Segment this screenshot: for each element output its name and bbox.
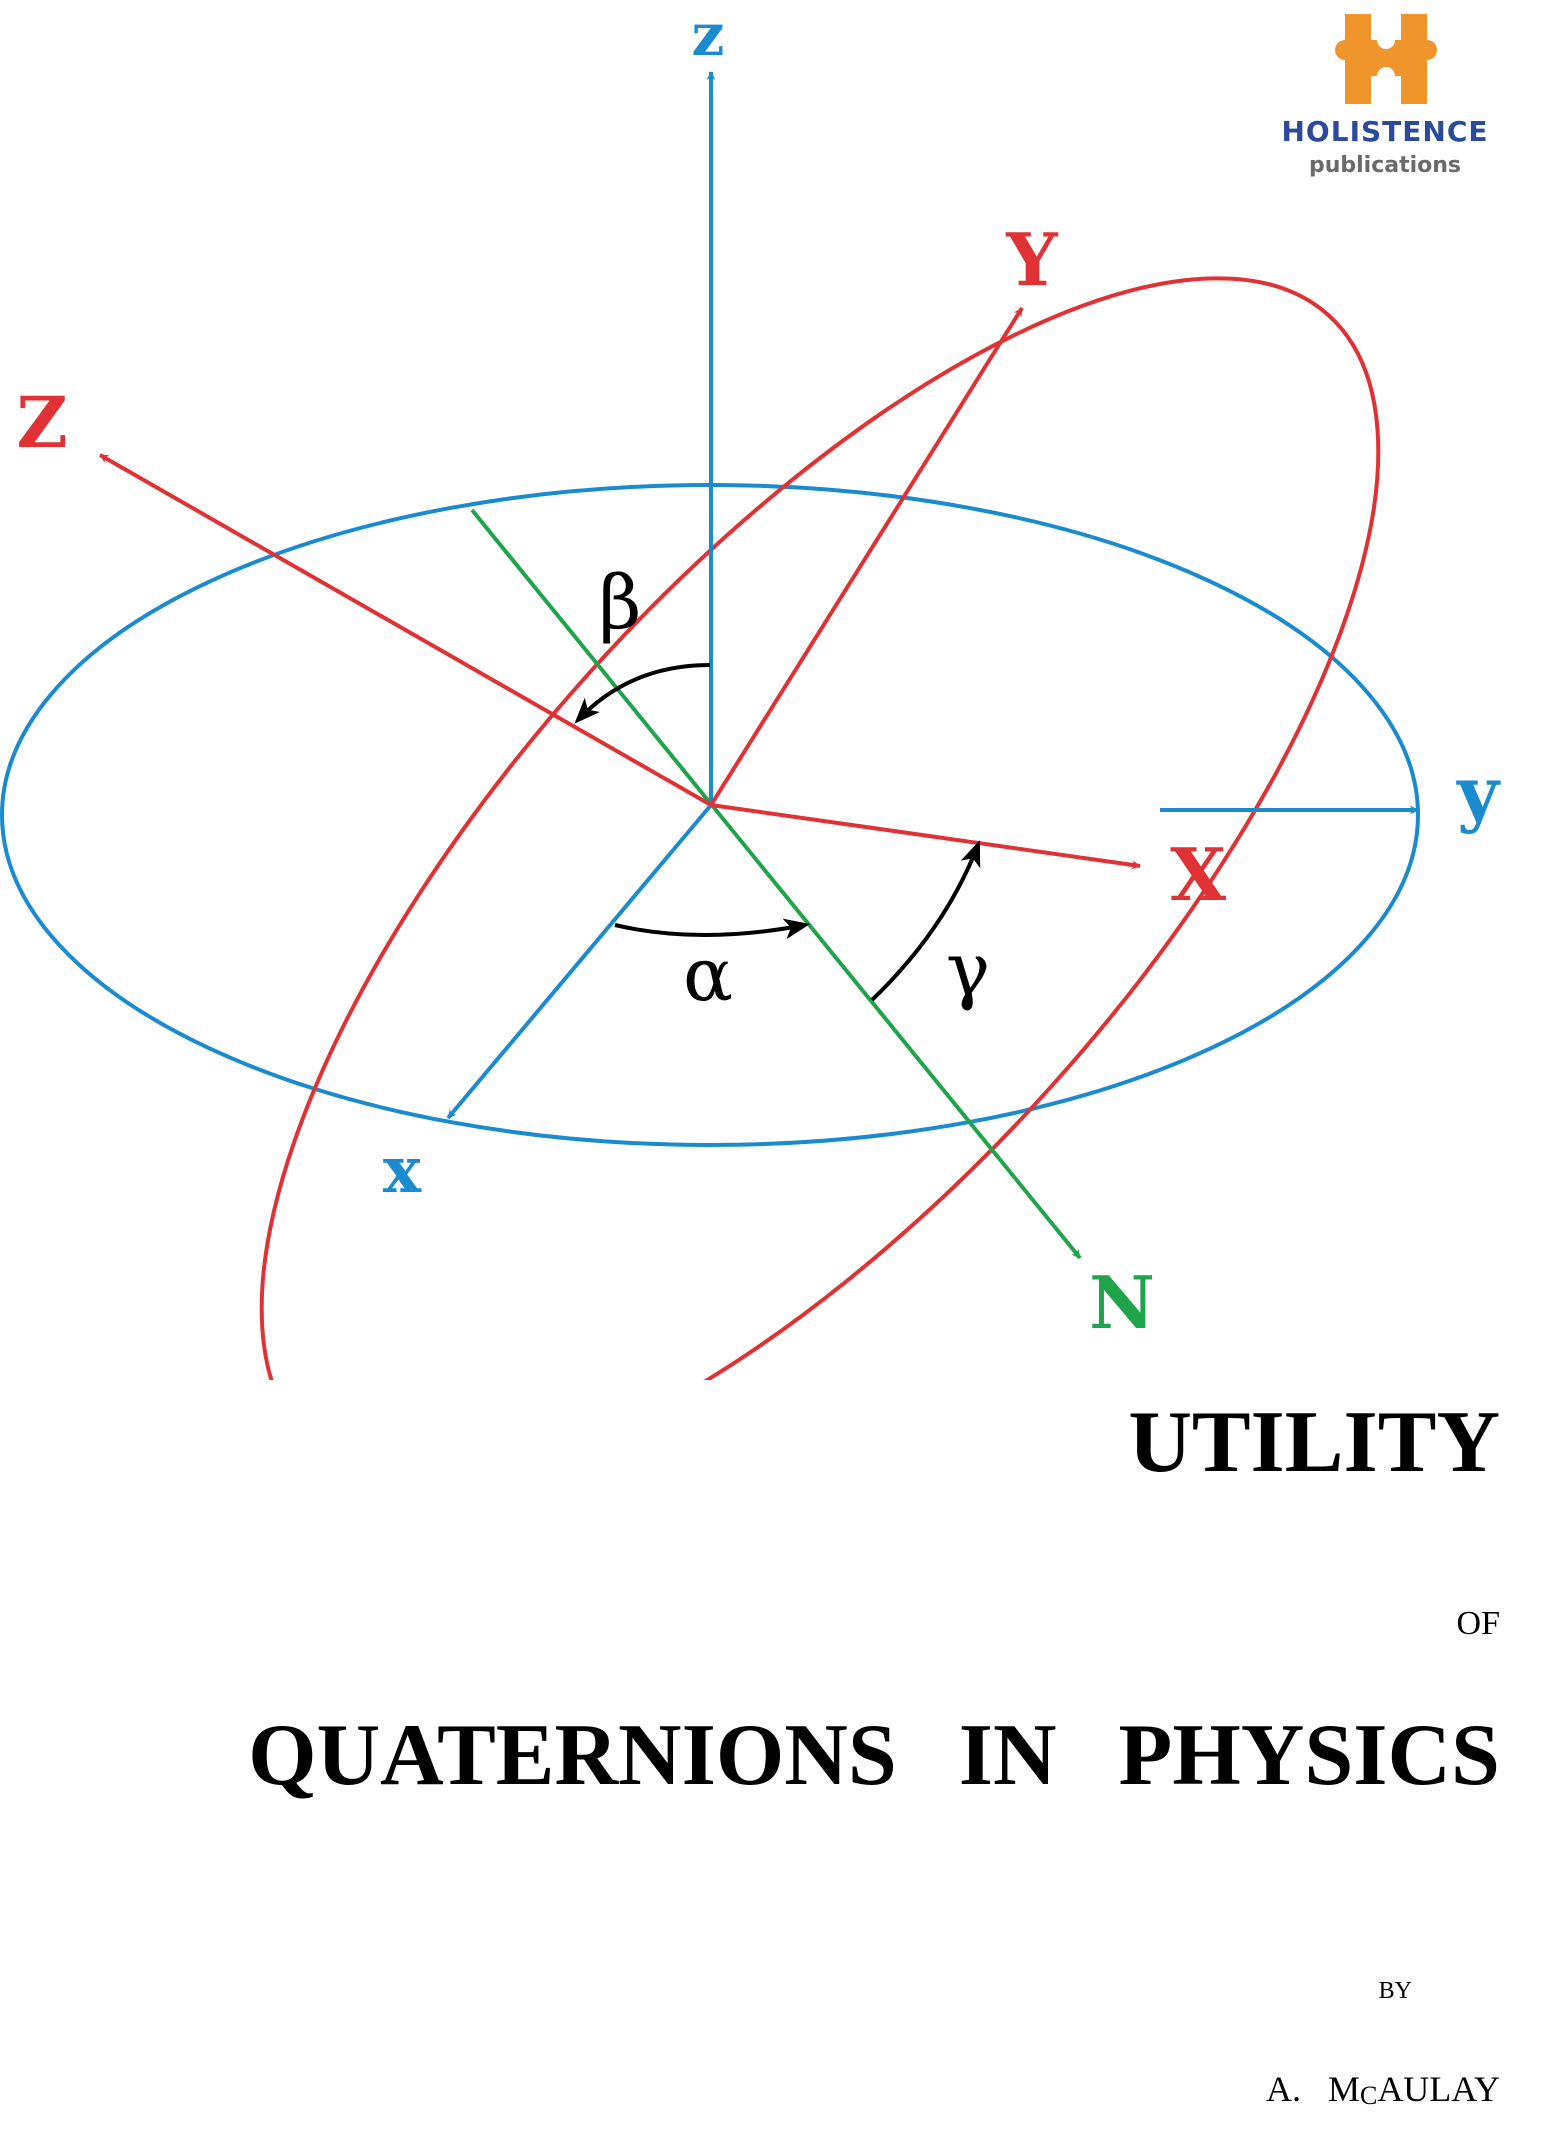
z-axis-rotated [99, 453, 712, 807]
publisher-logo: HOLISTENCE publications [1255, 10, 1515, 180]
euler-angles-diagram: z y x Z Y X N β α γ [0, 1, 1501, 1380]
rotated-plane-ellipse [259, 276, 1381, 1380]
label-N-node: N [1089, 1260, 1155, 1345]
title-connector: OF [1456, 1605, 1500, 1642]
author-name: A. MCAULAY [1266, 2068, 1500, 2111]
by-label: BY [1378, 1978, 1412, 2004]
label-x-fixed: x [383, 1133, 422, 1208]
beta-arc [574, 663, 711, 724]
publisher-subtitle: publications [1308, 153, 1462, 178]
y-axis-rotated [709, 306, 1024, 807]
book-title: UTILITY [1128, 1394, 1500, 1491]
puzzle-h-icon [1335, 14, 1437, 104]
alpha-arc [614, 918, 811, 940]
author-surname: MCAULAY [1327, 2069, 1500, 2110]
x-axis-fixed [446, 803, 713, 1120]
x-axis-rotated [710, 803, 1141, 870]
label-X-rotated: X [1170, 832, 1226, 917]
publisher-name: HOLISTENCE [1281, 115, 1489, 148]
label-gamma: γ [946, 927, 990, 1013]
label-alpha: α [683, 932, 733, 1018]
label-Z-rotated: Z [16, 381, 67, 464]
label-z-fixed: z [692, 1, 725, 69]
label-y-fixed: y [1456, 750, 1501, 835]
line-of-nodes [470, 508, 1082, 1260]
gamma-arc [870, 840, 981, 1002]
label-Y-rotated: Y [1005, 217, 1059, 302]
label-beta: β [599, 560, 642, 646]
book-subtitle: QUATERNIONS IN PHYSICS [248, 1707, 1500, 1804]
author-initial: A. [1265, 2069, 1301, 2109]
